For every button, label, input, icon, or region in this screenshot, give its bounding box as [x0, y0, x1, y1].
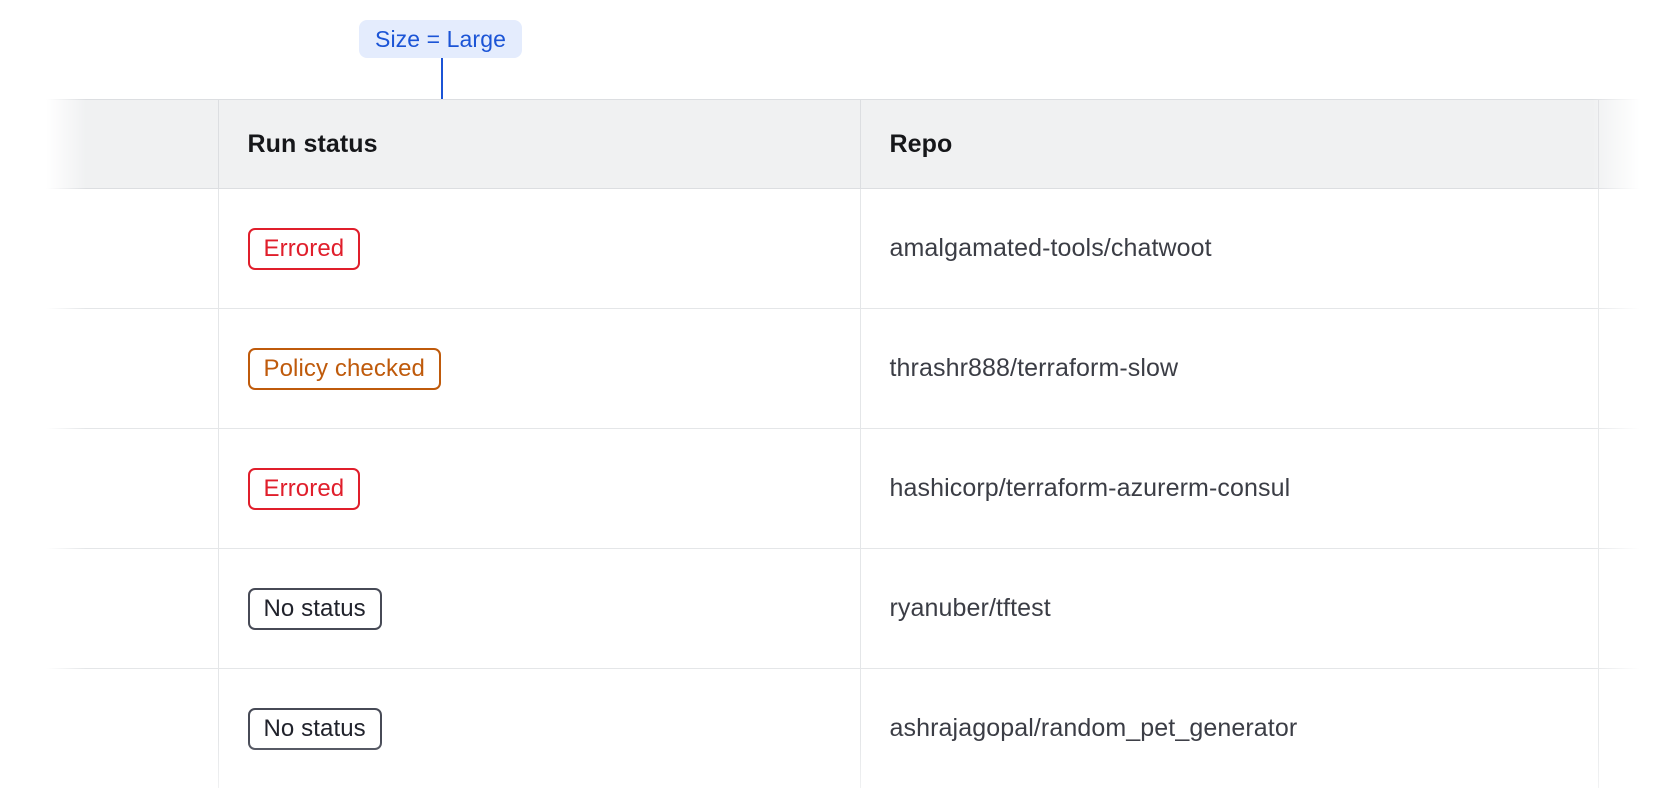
status-badge-no-status: No status — [247, 707, 382, 750]
row-select-cell[interactable] — [0, 668, 219, 788]
status-badge-no-status: No status — [247, 587, 382, 630]
column-header-run-status[interactable]: Run status — [218, 99, 861, 189]
column-header-repo[interactable]: Repo — [860, 99, 1599, 189]
repo-cell[interactable]: hashicorp/terraform-azurerm-consul — [860, 428, 1599, 549]
repo-cell[interactable]: ryanuber/tftest — [860, 548, 1599, 669]
table-row[interactable]: Errored hashicorp/terraform-azurerm-consu… — [0, 428, 1672, 549]
row-tail-cell — [1598, 548, 1672, 669]
header-row: Run status Repo — [0, 99, 1672, 189]
row-select-cell[interactable] — [0, 188, 219, 309]
status-badge-label: Errored — [263, 234, 345, 262]
column-header-tail — [1598, 99, 1672, 189]
row-select-cell[interactable] — [0, 428, 219, 549]
annotation-label: Size = Large — [375, 25, 506, 52]
table-row[interactable]: No status ryanuber/tftest — [0, 548, 1672, 669]
status-badge-label: No status — [263, 714, 366, 742]
row-tail-cell — [1598, 428, 1672, 549]
runs-table: Run status Repo Errored amalgamated-tools… — [0, 99, 1672, 788]
run-status-cell: Errored — [218, 188, 861, 309]
row-tail-cell — [1598, 188, 1672, 309]
status-badge-errored: Errored — [247, 467, 361, 510]
row-tail-cell — [1598, 308, 1672, 429]
repo-cell[interactable]: ashrajagopal/random_pet_generator — [860, 668, 1599, 788]
repo-cell[interactable]: amalgamated-tools/chatwoot — [860, 188, 1599, 309]
run-status-cell: No status — [218, 668, 861, 788]
status-badge-label: No status — [263, 594, 366, 622]
repo-cell[interactable]: thrashr888/terraform-slow — [860, 308, 1599, 429]
runs-table-container: Run status Repo Errored amalgamated-tools… — [0, 99, 1672, 788]
table-header: Run status Repo — [0, 99, 1672, 189]
run-status-cell: Errored — [218, 428, 861, 549]
row-tail-cell — [1598, 668, 1672, 788]
run-status-cell: Policy checked — [218, 308, 861, 429]
row-select-cell[interactable] — [0, 548, 219, 669]
column-header-select[interactable] — [0, 99, 219, 189]
annotation-badge-size-large: Size = Large — [359, 20, 522, 58]
run-status-cell: No status — [218, 548, 861, 669]
status-badge-label: Errored — [263, 474, 345, 502]
table-row[interactable]: Policy checked thrashr888/terraform-slow — [0, 308, 1672, 429]
status-badge-errored: Errored — [247, 227, 361, 270]
status-badge-policy-checked: Policy checked — [247, 347, 441, 390]
row-select-cell[interactable] — [0, 308, 219, 429]
table-row[interactable]: No status ashrajagopal/random_pet_generat… — [0, 668, 1672, 788]
status-badge-label: Policy checked — [263, 354, 425, 382]
table-row[interactable]: Errored amalgamated-tools/chatwoot — [0, 188, 1672, 309]
